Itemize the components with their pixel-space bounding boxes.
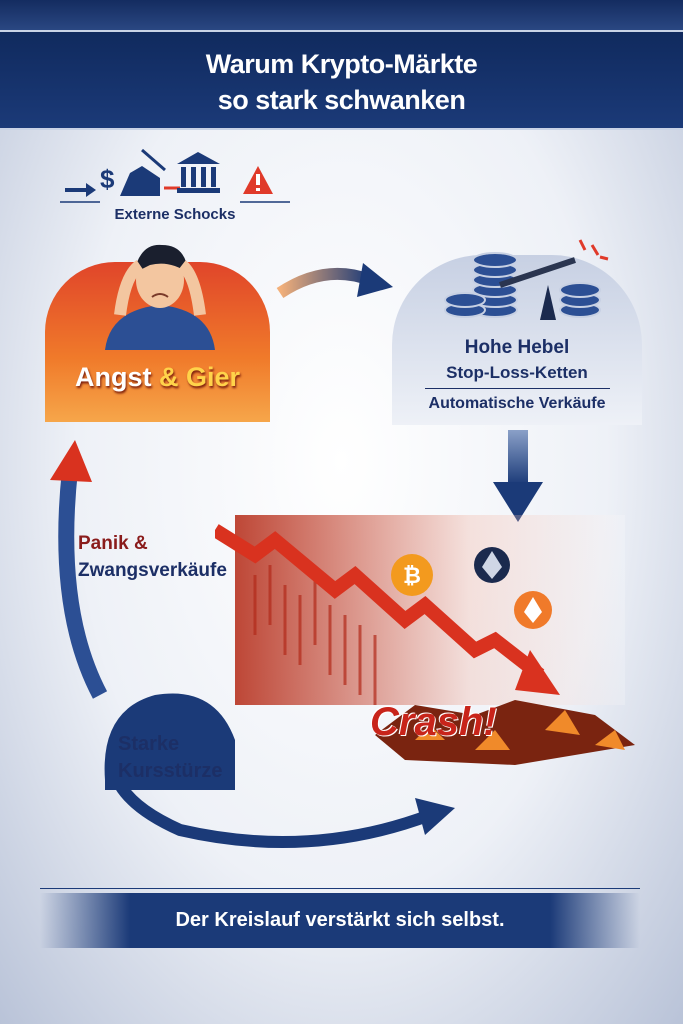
stressed-person-icon (105, 244, 215, 350)
warning-icon (243, 166, 273, 194)
house-icon (120, 166, 160, 196)
svg-text:₿: ₿ (403, 563, 421, 588)
divider (425, 388, 610, 389)
drop-line-2: Kursstürze (118, 760, 223, 782)
bitcoin-coin-icon: ₿ (391, 554, 433, 596)
cycle-arrow (50, 440, 455, 848)
title-line-2: so stark schwanken (217, 85, 466, 115)
ethereum-coin-icon (474, 547, 510, 583)
crash-graphic: ₿ (215, 524, 635, 765)
top-strip (0, 0, 683, 30)
falling-trend-arrow (215, 524, 545, 681)
drop-line-1: Starke (118, 733, 180, 755)
arrow-down (493, 430, 543, 522)
panic-line-1: Panik & (78, 533, 148, 554)
arrow-right-icon (65, 183, 96, 197)
crash-label: Crash! (370, 700, 497, 744)
arrow-to-leverage (276, 263, 393, 299)
footer-text: Der Kreislauf verstärkt sich selbst. (175, 909, 505, 931)
coins-lever-icon (444, 239, 609, 320)
greed-text: & Gier (158, 362, 241, 392)
fear-text: Angst (74, 362, 159, 392)
panic-line-2: Zwangsverkäufe (78, 560, 227, 581)
page-title: Warum Krypto-Märkte so stark schwanken (0, 30, 683, 130)
footer-divider (40, 888, 640, 889)
falling-arrow-icon (141, 148, 166, 172)
leverage-line-3: Automatische Verkäufe (428, 395, 606, 412)
footer-banner: Der Kreislauf verstärkt sich selbst. (40, 893, 640, 948)
ether-orange-coin-icon (514, 591, 552, 629)
title-line-1: Warum Krypto-Märkte (205, 49, 478, 79)
leverage-line-1: Hohe Hebel (464, 337, 570, 358)
leverage-line-2: Stop-Loss-Ketten (446, 363, 588, 382)
dollar-icon: $ (100, 164, 115, 194)
bank-icon (177, 152, 220, 193)
external-shock-icons: $ (60, 148, 290, 203)
globe-crash-shape (104, 693, 235, 790)
external-shocks-label: Externe Schocks (114, 206, 236, 223)
leverage-panel (392, 255, 642, 425)
emotion-label: Angst & Gier (45, 362, 270, 393)
